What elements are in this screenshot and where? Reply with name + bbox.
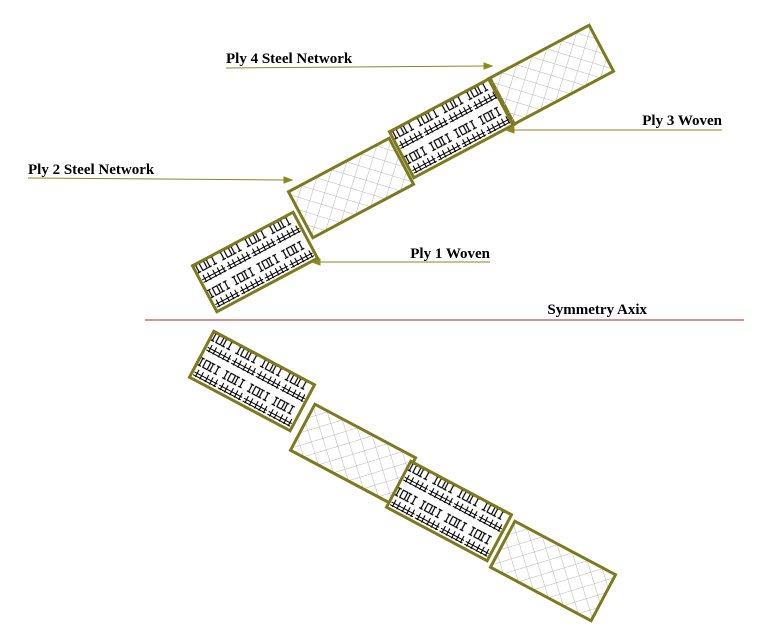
ply-3-woven-lower (384, 459, 514, 563)
ply-4-label: Ply 4 Steel Network (226, 51, 353, 67)
ply-2-steel-network-upper (286, 136, 416, 240)
ply-4-leader (225, 62, 494, 70)
ply-3-label: Ply 3 Woven (642, 113, 722, 129)
ply-4-steel-network-lower (488, 519, 618, 623)
ply-2-label: Ply 2 Steel Network (28, 162, 155, 178)
ply-1-leader (310, 258, 490, 266)
ply-1-label: Ply 1 Woven (410, 246, 490, 262)
ply-1-woven-upper (190, 210, 320, 314)
ply-2-leader (27, 176, 294, 184)
ply-1-woven-lower (187, 329, 317, 433)
symmetry-axis-label: Symmetry Axix (547, 302, 647, 318)
ply-3-leader (504, 126, 722, 134)
ply-4-steel-network-upper (486, 23, 616, 127)
